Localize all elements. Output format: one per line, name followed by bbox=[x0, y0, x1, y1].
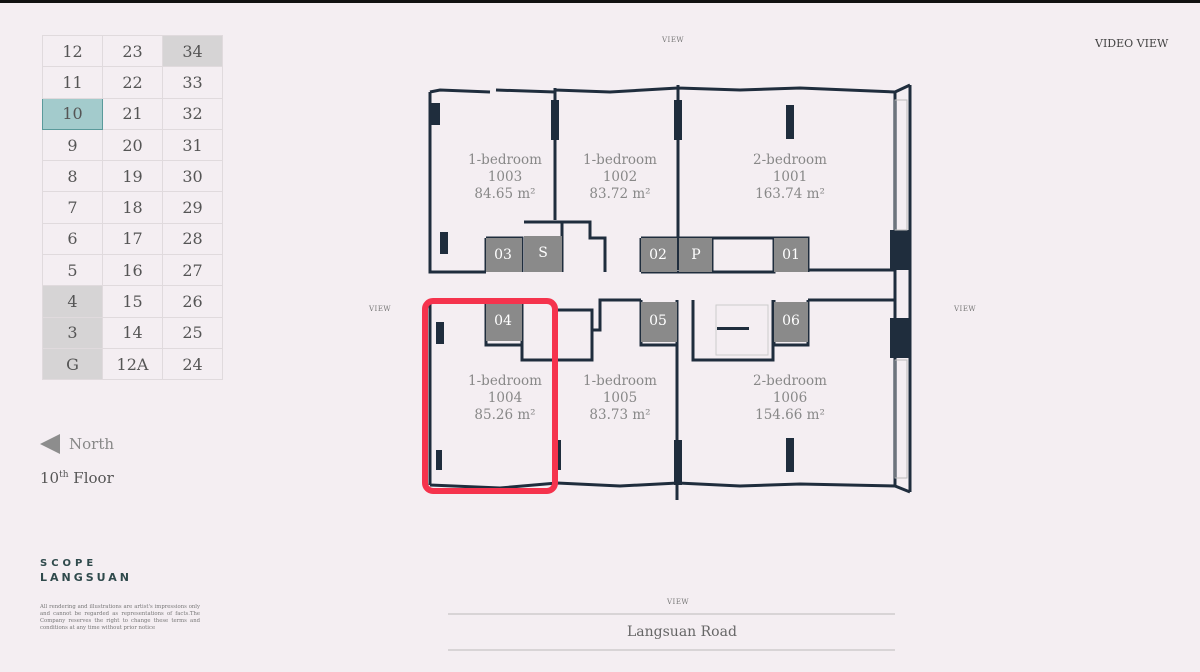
floor-button-29[interactable]: 29 bbox=[162, 191, 223, 224]
unit-area: 163.74 m² bbox=[755, 186, 825, 202]
disclaimer: All rendering and illustrations are arti… bbox=[40, 604, 200, 631]
floor-button-24[interactable]: 24 bbox=[162, 347, 223, 381]
unit-type: 1-bedroom bbox=[583, 152, 657, 168]
brand-line2: LANGSUAN bbox=[40, 571, 132, 584]
floor-button-34[interactable]: 34 bbox=[162, 34, 223, 68]
unit-type: 2-bedroom bbox=[753, 373, 827, 389]
core-label-s: S bbox=[538, 245, 548, 261]
floor-button-4[interactable]: 4 bbox=[42, 285, 103, 318]
floor-button-20[interactable]: 20 bbox=[102, 128, 163, 162]
floor-button-28[interactable]: 28 bbox=[162, 222, 223, 256]
core-label-02: 02 bbox=[649, 247, 667, 263]
unit-area: 83.73 m² bbox=[589, 407, 651, 423]
unit-area: 85.26 m² bbox=[474, 407, 536, 423]
floor-button-23[interactable]: 23 bbox=[102, 34, 163, 68]
core-label-05: 05 bbox=[649, 313, 667, 329]
road-label: Langsuan Road bbox=[627, 624, 737, 640]
floor-button-22[interactable]: 22 bbox=[102, 66, 163, 99]
unit-number: 1004 bbox=[487, 390, 523, 406]
floor-button-14[interactable]: 14 bbox=[102, 316, 163, 349]
video-view-button[interactable]: VIDEO VIEW bbox=[1095, 37, 1169, 50]
unit-type: 1-bedroom bbox=[468, 152, 542, 168]
floor-suffix: th bbox=[59, 470, 69, 480]
view-label-bottom: VIEW bbox=[667, 598, 690, 606]
floor-word: Floor bbox=[73, 469, 114, 487]
unit-type: 2-bedroom bbox=[753, 152, 827, 168]
floor-button-32[interactable]: 32 bbox=[162, 97, 223, 130]
floor-button-19[interactable]: 19 bbox=[102, 160, 163, 193]
floor-button-30[interactable]: 30 bbox=[162, 160, 223, 193]
floor-button-15[interactable]: 15 bbox=[102, 285, 163, 318]
floor-button-3[interactable]: 3 bbox=[42, 316, 103, 349]
selected-unit-highlight bbox=[422, 298, 558, 494]
core-label-p: P bbox=[691, 247, 701, 263]
unit-number: 1003 bbox=[487, 169, 523, 185]
brand-line1: SCOPE bbox=[40, 558, 98, 569]
north-label: North bbox=[69, 435, 115, 453]
view-label-left: VIEW bbox=[369, 305, 392, 313]
north-arrow-icon bbox=[40, 434, 60, 454]
floor-button-7[interactable]: 7 bbox=[42, 191, 103, 224]
core-label-06: 06 bbox=[782, 313, 800, 329]
floor-button-5[interactable]: 5 bbox=[42, 254, 103, 287]
unit-number: 1005 bbox=[602, 390, 638, 406]
view-label-right: VIEW bbox=[954, 305, 977, 313]
core-label-04: 04 bbox=[494, 313, 512, 329]
unit-area: 154.66 m² bbox=[755, 407, 825, 423]
view-label-top: VIEW bbox=[662, 36, 685, 44]
floor-number: 10 bbox=[40, 469, 60, 487]
floor-button-12[interactable]: 12 bbox=[42, 34, 103, 68]
floor-button-10[interactable]: 10 bbox=[42, 97, 103, 130]
unit-type: 1-bedroom bbox=[583, 373, 657, 389]
unit-type: 1-bedroom bbox=[468, 373, 542, 389]
floor-button-31[interactable]: 31 bbox=[162, 128, 223, 162]
floor-button-21[interactable]: 21 bbox=[102, 97, 163, 130]
floor-label: 10th Floor bbox=[40, 469, 114, 487]
unit-area: 84.65 m² bbox=[474, 186, 536, 202]
core-label-03: 03 bbox=[494, 247, 512, 263]
unit-number: 1006 bbox=[772, 390, 808, 406]
unit-number: 1002 bbox=[602, 169, 638, 185]
floor-button-33[interactable]: 33 bbox=[162, 66, 223, 99]
core-label-01: 01 bbox=[782, 247, 800, 263]
unit-area: 83.72 m² bbox=[589, 186, 651, 202]
unit-number: 1001 bbox=[772, 169, 808, 185]
floor-button-12a[interactable]: 12A bbox=[102, 347, 163, 381]
top-bar bbox=[0, 0, 1200, 3]
floor-button-6[interactable]: 6 bbox=[42, 222, 103, 256]
